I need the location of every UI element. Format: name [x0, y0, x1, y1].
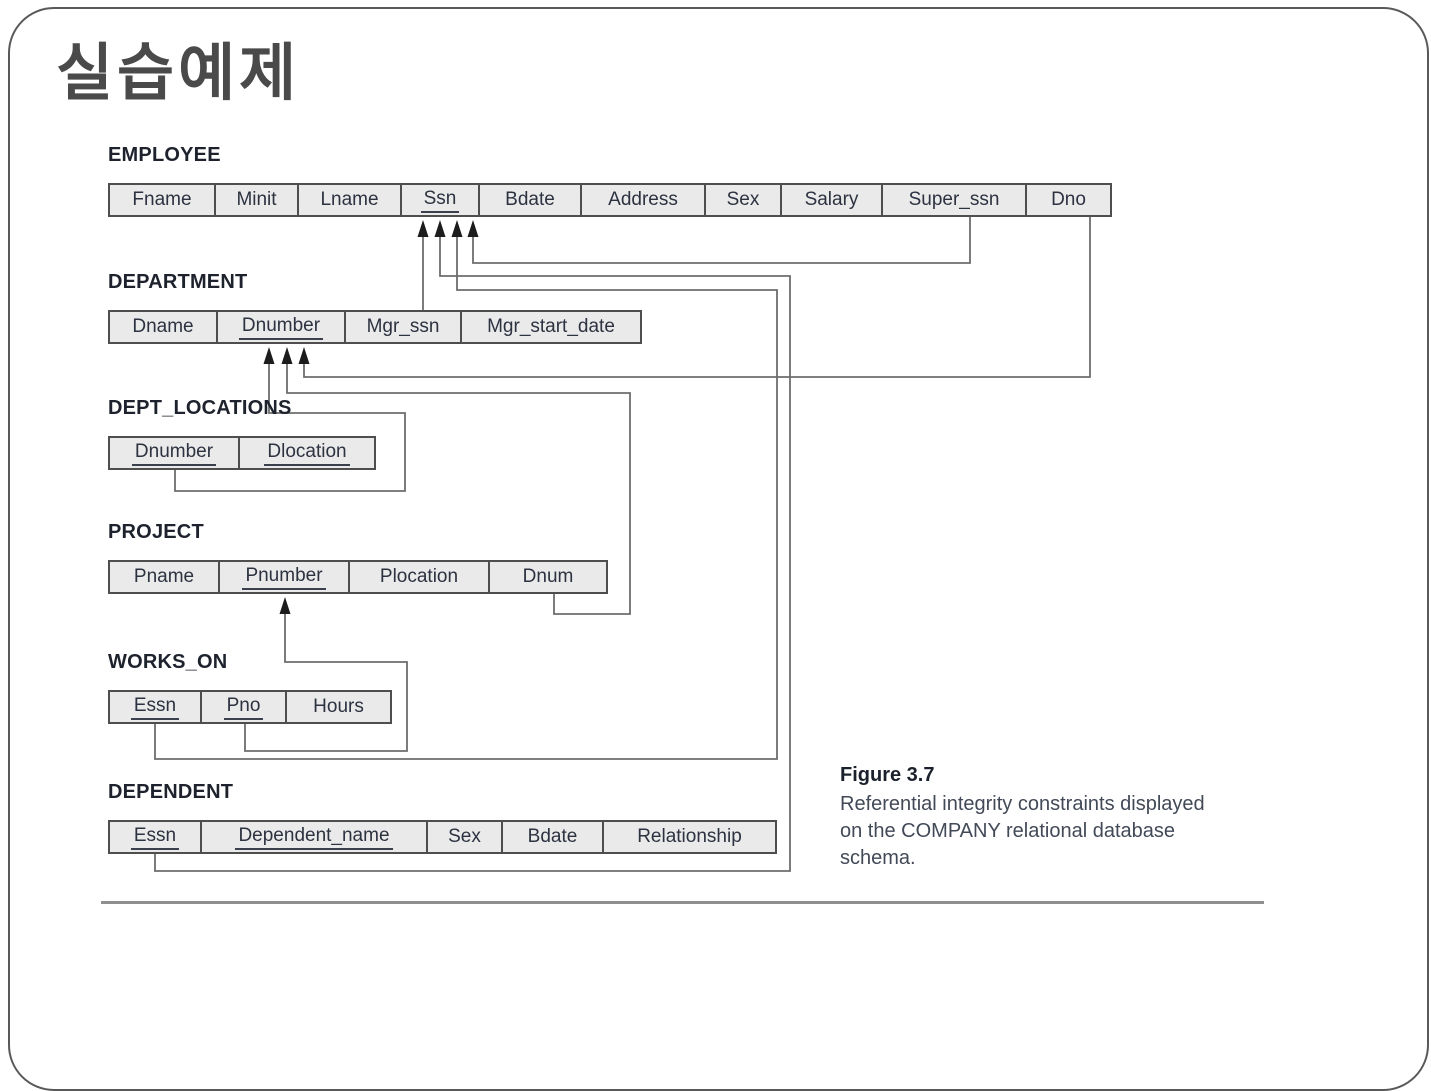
column-cell-employee-lname: Lname — [297, 183, 402, 217]
figure-caption-title: Figure 3.7 — [840, 764, 935, 786]
column-cell-works_on-pno: Pno — [200, 690, 287, 724]
column-cell-employee-bdate: Bdate — [478, 183, 582, 217]
column-name-primary-key: Essn — [130, 695, 180, 720]
fk-line-super_ssn_to_ssn — [472, 217, 971, 264]
column-name: Salary — [804, 189, 859, 210]
column-name-primary-key: Ssn — [420, 188, 460, 213]
column-name-primary-key: Dlocation — [264, 441, 350, 466]
column-name: Dno — [1051, 189, 1086, 210]
table-label-employee: EMPLOYEE — [108, 144, 221, 166]
fk-arrowhead-works_on_pno_to_pnumber — [279, 597, 291, 614]
column-name: Hours — [313, 696, 364, 717]
column-cell-project-pname: Pname — [108, 560, 220, 594]
column-name-primary-key: Pno — [223, 695, 264, 720]
table-row-dept_locations: Dnumber Dlocation — [108, 436, 376, 470]
figure-caption-line: schema. — [840, 847, 916, 869]
column-name: Super_ssn — [908, 189, 1000, 210]
column-cell-dependent-relationship: Relationship — [602, 820, 777, 854]
figure-caption-line: Referential integrity constraints displa… — [840, 793, 1205, 815]
column-name-primary-key: Dnumber — [238, 315, 324, 340]
column-name: Dnum — [522, 566, 574, 587]
table-label-dept_locations: DEPT_LOCATIONS — [108, 397, 292, 419]
column-cell-works_on-hours: Hours — [285, 690, 392, 724]
column-cell-works_on-essn: Essn — [108, 690, 202, 724]
column-cell-employee-super_ssn: Super_ssn — [881, 183, 1027, 217]
column-name: Mgr_start_date — [487, 316, 615, 337]
fk-arrowhead-dependent_essn_to_ssn — [434, 220, 446, 237]
fk-arrowhead-project_dnum_to_dnumber — [281, 347, 293, 364]
table-row-department: Dname Dnumber Mgr_ssn Mgr_start_date — [108, 310, 642, 344]
column-name: Mgr_ssn — [366, 316, 440, 337]
column-cell-employee-address: Address — [580, 183, 706, 217]
column-cell-employee-minit: Minit — [214, 183, 299, 217]
table-row-employee: Fname Minit Lname Ssn Bdate Address Sex Salary S… — [108, 183, 1112, 217]
column-cell-dept_locations-dlocation: Dlocation — [238, 436, 376, 470]
fk-arrowhead-works_on_essn_to_ssn — [451, 220, 463, 237]
column-name: Relationship — [637, 826, 742, 847]
figure-caption: Figure 3.7 Referential integrity constra… — [840, 764, 1310, 872]
column-name: Sex — [448, 826, 481, 847]
column-cell-department-dname: Dname — [108, 310, 218, 344]
column-name: Minit — [236, 189, 277, 210]
column-name: Bdate — [505, 189, 555, 210]
table-row-project: Pname Pnumber Plocation Dnum — [108, 560, 608, 594]
column-name: Dname — [132, 316, 194, 337]
fk-arrowhead-dept_locations_dnumber_to_dnumber — [263, 347, 275, 364]
column-cell-employee-dno: Dno — [1025, 183, 1112, 217]
column-cell-employee-salary: Salary — [780, 183, 883, 217]
table-row-dependent: Essn Dependent_name Sex Bdate Relationship — [108, 820, 777, 854]
column-name-primary-key: Essn — [130, 825, 180, 850]
fk-arrowhead-super_ssn_to_ssn — [467, 220, 479, 237]
column-cell-department-mgr_ssn: Mgr_ssn — [344, 310, 462, 344]
column-name-primary-key: Pnumber — [242, 565, 326, 590]
slide-frame — [8, 7, 1429, 1091]
fk-line-dept_locations_dnumber_to_dnumber — [174, 362, 406, 492]
table-label-project: PROJECT — [108, 521, 204, 543]
fk-arrowhead-employee_dno_to_dnumber — [298, 347, 310, 364]
table-label-department: DEPARTMENT — [108, 271, 248, 293]
column-name: Address — [608, 189, 678, 210]
column-name-primary-key: Dnumber — [131, 441, 217, 466]
column-name: Bdate — [527, 826, 578, 847]
column-name: Plocation — [379, 566, 459, 587]
fk-line-employee_dno_to_dnumber — [303, 217, 1091, 378]
column-name-primary-key: Dependent_name — [235, 825, 393, 850]
column-cell-dependent-sex: Sex — [426, 820, 503, 854]
column-name: Sex — [726, 189, 760, 210]
column-cell-department-mgr_start_date: Mgr_start_date — [460, 310, 642, 344]
column-name: Lname — [320, 189, 379, 210]
column-cell-employee-sex: Sex — [704, 183, 782, 217]
figure-caption-line: on the COMPANY relational database — [840, 820, 1176, 842]
column-name: Fname — [132, 189, 192, 210]
column-cell-dependent-dependent_name: Dependent_name — [200, 820, 428, 854]
column-cell-employee-fname: Fname — [108, 183, 216, 217]
column-cell-dept_locations-dnumber: Dnumber — [108, 436, 240, 470]
column-cell-project-dnum: Dnum — [488, 560, 608, 594]
column-cell-dependent-bdate: Bdate — [501, 820, 604, 854]
column-name: Pname — [133, 566, 195, 587]
fk-arrowhead-mgr_ssn_to_ssn — [417, 220, 429, 237]
fk-line-works_on_pno_to_pnumber — [244, 612, 408, 752]
table-row-works_on: Essn Pno Hours — [108, 690, 392, 724]
column-cell-project-plocation: Plocation — [348, 560, 490, 594]
column-cell-dependent-essn: Essn — [108, 820, 202, 854]
column-cell-employee-ssn: Ssn — [400, 183, 480, 217]
column-cell-department-dnumber: Dnumber — [216, 310, 346, 344]
column-cell-project-pnumber: Pnumber — [218, 560, 350, 594]
bottom-rule — [101, 901, 1264, 904]
table-label-dependent: DEPENDENT — [108, 781, 234, 803]
slide-title: 실습예제 — [56, 39, 301, 108]
table-label-works_on: WORKS_ON — [108, 651, 228, 673]
